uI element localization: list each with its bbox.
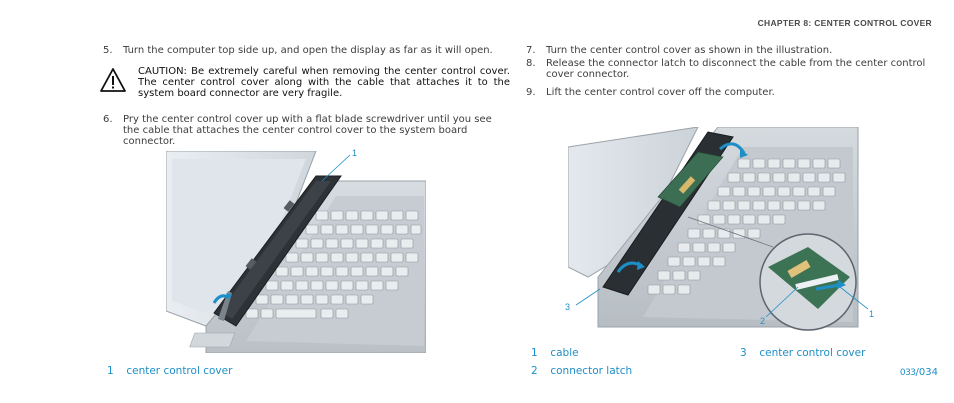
- page-number: 033/034: [900, 367, 938, 378]
- callout-2: 2: [760, 316, 766, 326]
- legend-number: 3: [740, 347, 747, 359]
- step-text: Turn the center control cover as shown i…: [546, 45, 833, 56]
- legend-right-item-2: 2 connector latch: [531, 365, 632, 377]
- step-text: Turn the computer top side up, and open …: [123, 45, 493, 56]
- page-current: 033: [899, 368, 916, 378]
- step-number: 6.: [103, 114, 113, 125]
- callout-1: 1: [869, 309, 875, 319]
- legend-right-item-3: 3 center control cover: [740, 347, 865, 359]
- step-number: 8.: [526, 58, 536, 69]
- keyboard: [647, 158, 846, 295]
- step-8: 8. Release the connector latch to discon…: [526, 58, 936, 80]
- legend-number: 2: [531, 365, 538, 377]
- page-separator: /: [915, 367, 919, 378]
- chapter-header: CHAPTER 8: CENTER CONTROL COVER: [757, 18, 932, 28]
- callout-3: 3: [565, 302, 571, 312]
- page-total: 034: [918, 367, 938, 378]
- step-text: Release the connector latch to disconnec…: [546, 58, 926, 80]
- legend-number: 1: [107, 365, 114, 377]
- caution-text: CAUTION: Be extremely careful when remov…: [138, 66, 510, 99]
- step-text: Lift the center control cover off the co…: [546, 87, 775, 98]
- legend-label: center control cover: [126, 365, 233, 377]
- step-number: 5.: [103, 45, 113, 56]
- legend-number: 1: [531, 347, 538, 359]
- step-6: 6. Pry the center control cover up with …: [103, 114, 503, 147]
- callout-1: 1: [352, 148, 358, 158]
- figure-remove-cover: [166, 151, 426, 353]
- step-text: Pry the center control cover up with a f…: [123, 114, 492, 147]
- step-9: 9. Lift the center control cover off the…: [526, 87, 936, 98]
- step-5: 5. Turn the computer top side up, and op…: [103, 45, 513, 56]
- step-number: 7.: [526, 45, 536, 56]
- step-number: 9.: [526, 87, 536, 98]
- legend-label: center control cover: [759, 347, 866, 359]
- figure-release-latch: [568, 127, 868, 331]
- step-7: 7. Turn the center control cover as show…: [526, 45, 936, 56]
- legend-left-item-1: 1 center control cover: [107, 365, 232, 377]
- legend-label: connector latch: [550, 365, 633, 377]
- legend-right-item-1: 1 cable: [531, 347, 579, 359]
- warning-icon: [100, 68, 126, 92]
- keyboard: [245, 210, 422, 319]
- legend-label: cable: [550, 347, 579, 359]
